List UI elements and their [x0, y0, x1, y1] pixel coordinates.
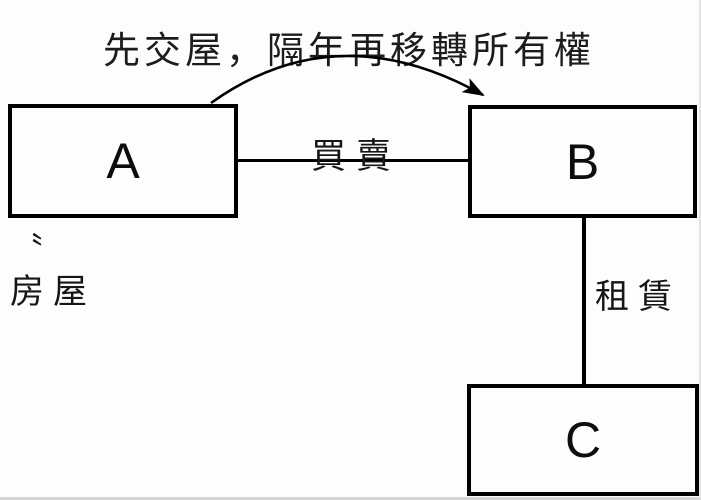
node-box-a: A — [8, 104, 238, 218]
node-label-c: C — [564, 412, 602, 468]
arc-annotation-text: 先交屋，隔年再移轉所有權 — [103, 31, 595, 72]
note-text: 房屋 — [10, 274, 96, 311]
edge-ab-line — [236, 159, 468, 162]
edge-bc-label: 租賃 — [595, 279, 681, 316]
edge-ab-label: 買賣 — [311, 137, 402, 176]
node-label-b: B — [565, 133, 600, 190]
note-quote-mark: 〝 — [11, 231, 44, 267]
node-label-a: A — [106, 133, 140, 189]
node-box-b: B — [468, 105, 697, 218]
edge-bc-line — [582, 217, 586, 385]
node-box-c: C — [467, 384, 699, 496]
